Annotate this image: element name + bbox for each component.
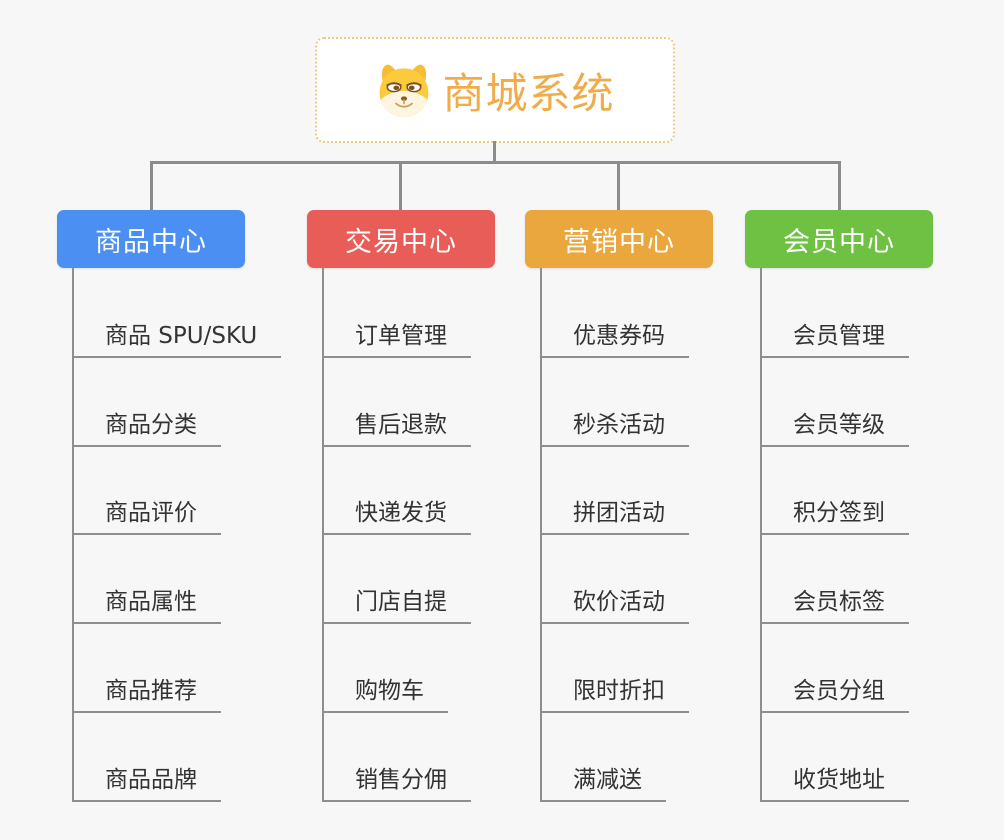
branch-header-trade[interactable]: 交易中心 bbox=[307, 210, 495, 268]
leaf-item[interactable]: 拼团活动 bbox=[540, 498, 689, 535]
drop-line-marketing bbox=[617, 161, 620, 210]
leaf-item[interactable]: 收货地址 bbox=[760, 765, 909, 802]
spine-line-trade bbox=[322, 268, 324, 802]
leaf-item[interactable]: 快递发货 bbox=[322, 498, 471, 535]
spine-line-products bbox=[72, 268, 74, 802]
drop-line-products bbox=[150, 161, 153, 210]
root-title: 商城系统 bbox=[442, 68, 615, 118]
leaf-item[interactable]: 秒杀活动 bbox=[540, 410, 689, 447]
leaf-item[interactable]: 订单管理 bbox=[322, 321, 471, 358]
leaf-item[interactable]: 商品 SPU/SKU bbox=[72, 321, 282, 358]
leaf-item[interactable]: 会员等级 bbox=[760, 410, 909, 447]
leaf-item[interactable]: 售后退款 bbox=[322, 410, 471, 447]
drop-line-trade bbox=[399, 161, 402, 210]
leaf-item[interactable]: 商品推荐 bbox=[72, 676, 221, 713]
branch-header-marketing[interactable]: 营销中心 bbox=[525, 210, 713, 268]
spine-line-marketing bbox=[540, 268, 542, 802]
leaf-item[interactable]: 商品属性 bbox=[72, 587, 221, 624]
leaf-item[interactable]: 优惠券码 bbox=[540, 321, 689, 358]
leaf-item[interactable]: 积分签到 bbox=[760, 498, 909, 535]
branch-hbar bbox=[150, 161, 841, 164]
drop-line-members bbox=[838, 161, 841, 210]
leaf-item[interactable]: 销售分佣 bbox=[322, 765, 471, 802]
leaf-item[interactable]: 门店自提 bbox=[322, 587, 471, 624]
leaf-item[interactable]: 商品分类 bbox=[72, 410, 221, 447]
leaf-item[interactable]: 满减送 bbox=[540, 765, 666, 802]
trunk-line bbox=[493, 141, 496, 163]
leaf-item[interactable]: 购物车 bbox=[322, 676, 448, 713]
spine-line-members bbox=[760, 268, 762, 802]
leaf-item[interactable]: 砍价活动 bbox=[540, 587, 689, 624]
leaf-item[interactable]: 商品品牌 bbox=[72, 765, 221, 802]
root-node[interactable]: 商城系统 bbox=[315, 37, 675, 143]
leaf-item[interactable]: 限时折扣 bbox=[540, 676, 689, 713]
leaf-item[interactable]: 商品评价 bbox=[72, 498, 221, 535]
doge-icon bbox=[380, 64, 429, 118]
branch-header-products[interactable]: 商品中心 bbox=[57, 210, 245, 268]
leaf-item[interactable]: 会员管理 bbox=[760, 321, 909, 358]
leaf-item[interactable]: 会员标签 bbox=[760, 587, 909, 624]
branch-header-members[interactable]: 会员中心 bbox=[745, 210, 933, 268]
leaf-item[interactable]: 会员分组 bbox=[760, 676, 909, 713]
